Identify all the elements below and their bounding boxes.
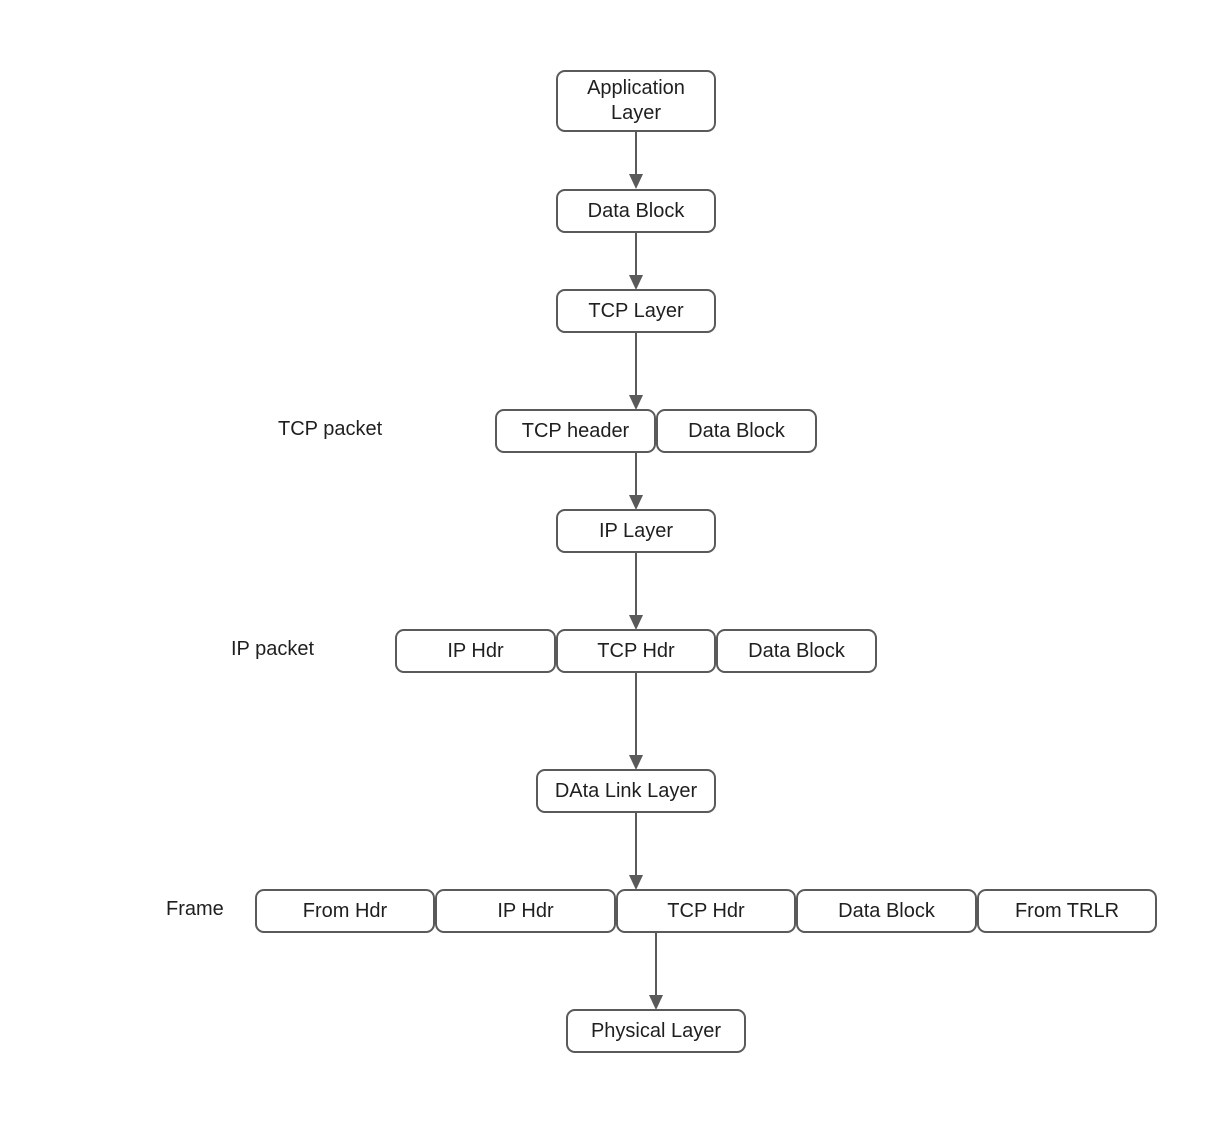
cell-ip-hdr[interactable]: IP Hdr xyxy=(395,629,556,673)
arrow-iplayer-to-ippacket xyxy=(629,552,643,630)
cell-ip-hdr[interactable]: IP Hdr xyxy=(435,889,616,933)
node-physical-layer[interactable]: Physical Layer xyxy=(566,1009,746,1053)
arrow-tcplayer-to-tcppacket xyxy=(629,332,643,410)
cell-from-trlr[interactable]: From TRLR xyxy=(977,889,1157,933)
cell-data-block[interactable]: Data Block xyxy=(716,629,877,673)
arrow-datablock-to-tcplayer xyxy=(629,232,643,290)
arrow-tcppacket-to-iplayer xyxy=(629,452,643,510)
label-frame: Frame xyxy=(166,898,224,920)
cell-data-block[interactable]: Data Block xyxy=(656,409,817,453)
cell-data-block[interactable]: Data Block xyxy=(796,889,977,933)
node-data-block[interactable]: Data Block xyxy=(556,189,716,233)
node-tcp-layer[interactable]: TCP Layer xyxy=(556,289,716,333)
node-data-link-layer[interactable]: DAta Link Layer xyxy=(536,769,716,813)
cell-tcp-header[interactable]: TCP header xyxy=(495,409,656,453)
node-ip-layer[interactable]: IP Layer xyxy=(556,509,716,553)
cell-from-hdr[interactable]: From Hdr xyxy=(255,889,435,933)
label-ip-packet: IP packet xyxy=(231,638,315,660)
row-frame: From Hdr IP Hdr TCP Hdr Data Block From … xyxy=(255,889,1157,933)
arrow-frame-to-physicallayer xyxy=(649,932,663,1010)
arrow-application-to-datablock xyxy=(629,131,643,189)
node-application-layer[interactable]: Application Layer xyxy=(556,70,716,132)
row-tcp-packet: TCP header Data Block xyxy=(495,409,817,453)
arrow-ippacket-to-datalinklayer xyxy=(629,672,643,770)
row-ip-packet: IP Hdr TCP Hdr Data Block xyxy=(395,629,877,673)
arrow-datalinklayer-to-frame xyxy=(629,812,643,890)
cell-tcp-hdr[interactable]: TCP Hdr xyxy=(556,629,716,673)
cell-tcp-hdr[interactable]: TCP Hdr xyxy=(616,889,796,933)
label-tcp-packet: TCP packet xyxy=(278,418,383,440)
